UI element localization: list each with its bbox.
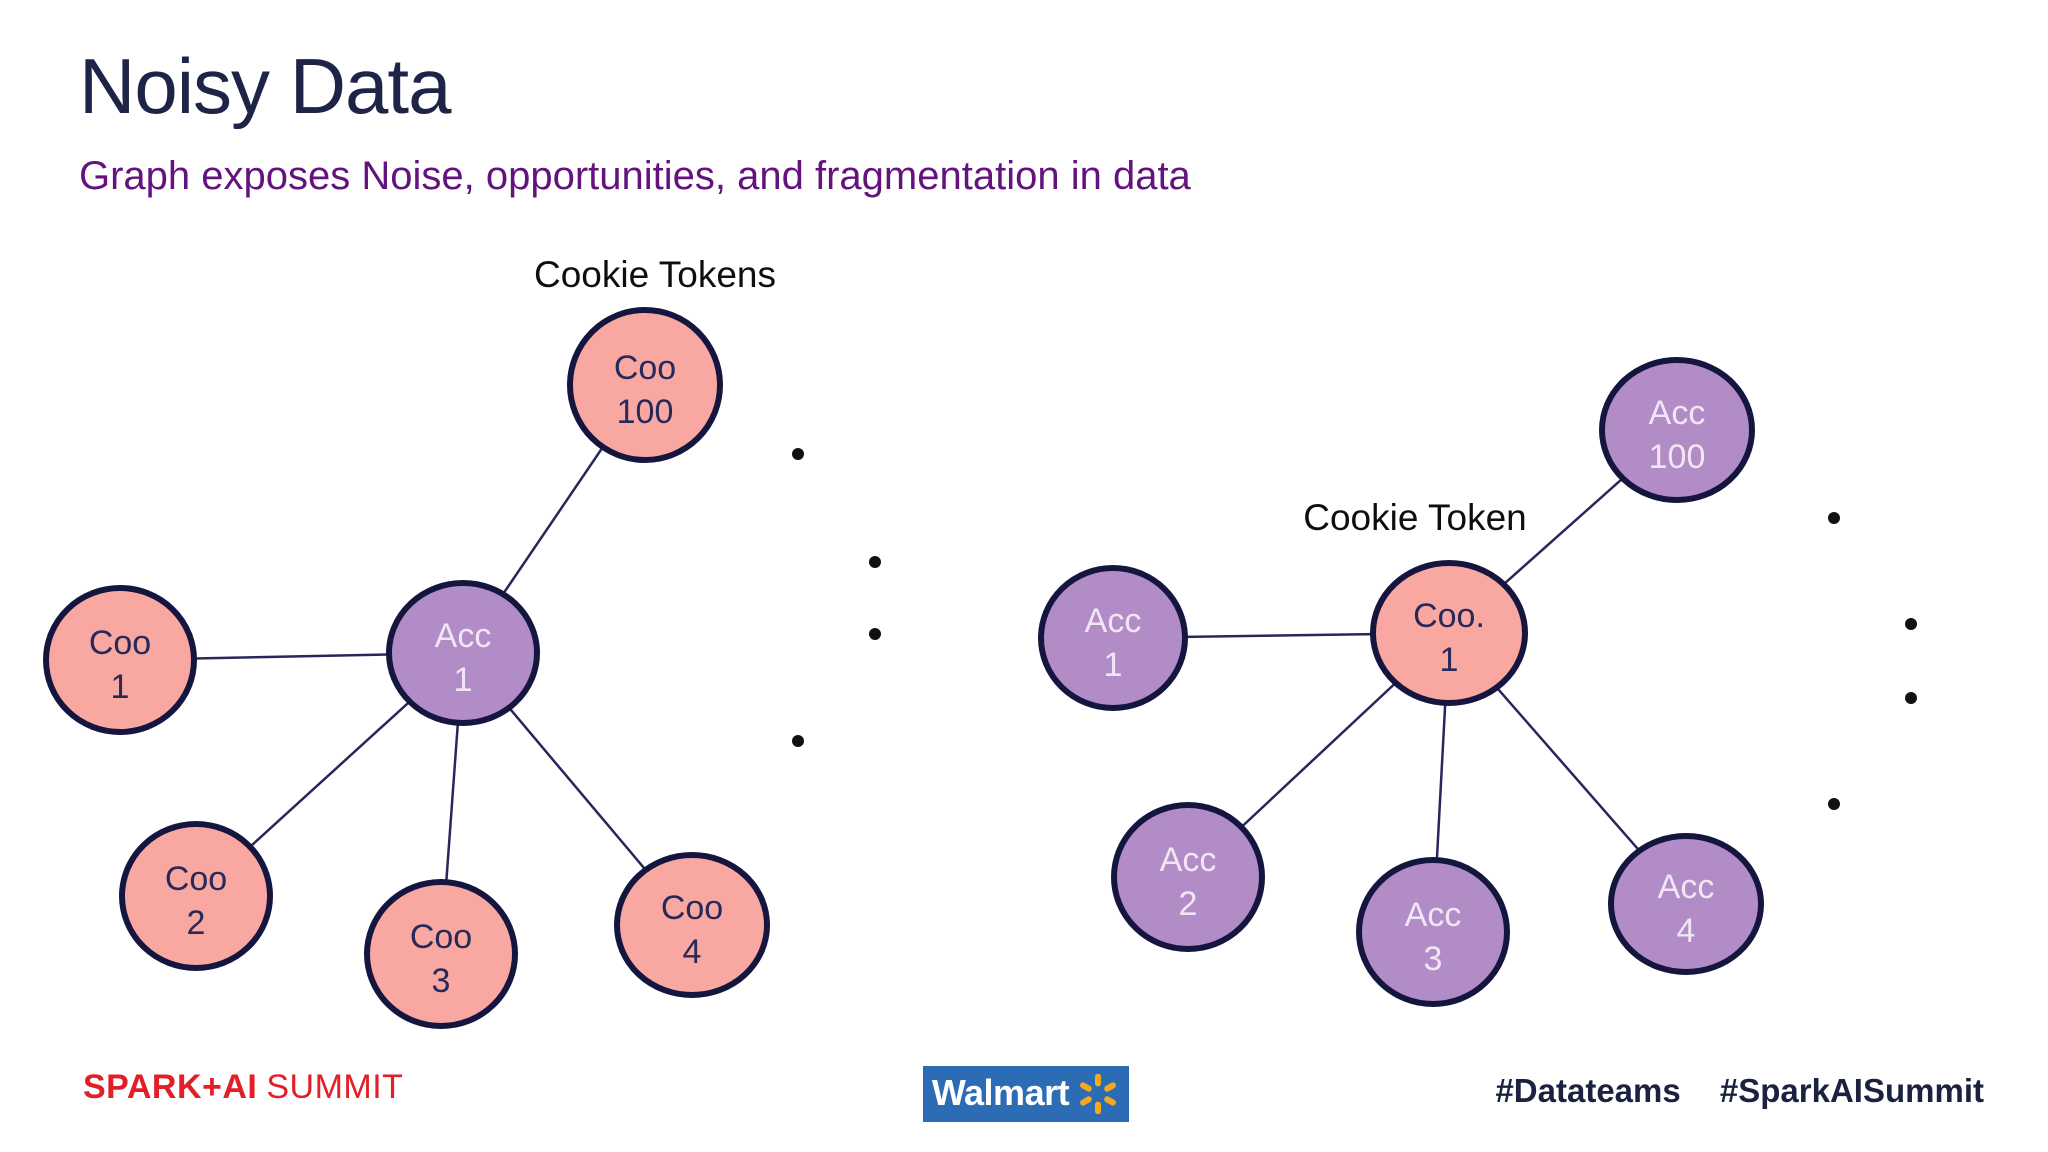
node-label-line: 1 xyxy=(111,668,130,706)
node-label-line: 4 xyxy=(683,933,702,971)
ellipsis-dot xyxy=(1905,618,1917,630)
node-label-line: 100 xyxy=(617,393,674,431)
node-label-line: Coo xyxy=(165,860,227,898)
node-label-line: Coo xyxy=(89,624,151,662)
node-label-line: 3 xyxy=(432,962,451,1000)
node-acc1: Acc 1 xyxy=(1038,565,1188,711)
node-label-line: 1 xyxy=(454,661,473,699)
hashtag-sparkaisummit: #SparkAISummit xyxy=(1719,1072,1984,1109)
ellipsis-dot xyxy=(1828,512,1840,524)
spark-ai-summit-logo-bold: SPARK+AI xyxy=(83,1068,258,1106)
node-acc1: Acc 1 xyxy=(386,580,540,726)
node-label-line: 2 xyxy=(187,904,206,942)
node-coo4: Coo 4 xyxy=(614,852,770,998)
ellipsis-dot xyxy=(869,556,881,568)
ellipsis-dot xyxy=(869,628,881,640)
node-label-line: Coo xyxy=(614,349,676,387)
node-label-line: 4 xyxy=(1677,912,1696,950)
node-coo100: Coo 100 xyxy=(567,307,723,463)
walmart-logo: Walmart xyxy=(923,1066,1129,1122)
node-label-line: Acc xyxy=(1160,841,1217,879)
node-label-line: Coo xyxy=(661,889,723,927)
graph-label: Cookie Token xyxy=(1303,497,1527,538)
node-acc100: Acc 100 xyxy=(1599,357,1755,503)
node-coo2: Coo 2 xyxy=(119,821,273,971)
node-label-line: Acc xyxy=(435,617,492,655)
node-acc3: Acc 3 xyxy=(1356,857,1510,1007)
ellipsis-dot xyxy=(792,448,804,460)
node-acc2: Acc 2 xyxy=(1111,802,1265,952)
node-label-line: Coo. xyxy=(1413,597,1485,635)
node-label-line: Acc xyxy=(1085,602,1142,640)
node-label-line: 1 xyxy=(1104,646,1123,684)
ellipsis-dot xyxy=(1828,798,1840,810)
node-label-line: Acc xyxy=(1649,394,1706,432)
node-coo1: Coo 1 xyxy=(43,585,197,735)
walmart-wordmark: Walmart xyxy=(931,1072,1070,1113)
hashtags: #Datateams #SparkAISummit xyxy=(1495,1072,1984,1110)
node-label-line: 100 xyxy=(1649,438,1706,476)
node-label-line: 2 xyxy=(1179,885,1198,923)
node-label-line: 3 xyxy=(1424,940,1443,978)
page-subtitle: Graph exposes Noise, opportunities, and … xyxy=(79,154,1191,198)
ellipsis-dot xyxy=(792,735,804,747)
node-coo1: Coo. 1 xyxy=(1370,560,1528,706)
spark-ai-summit-logo-light: SUMMIT xyxy=(266,1068,404,1106)
hashtag-datateams: #Datateams xyxy=(1495,1072,1681,1109)
node-label-line: Acc xyxy=(1658,868,1715,906)
walmart-spark-icon xyxy=(1080,1073,1117,1115)
node-label-line: Acc xyxy=(1405,896,1462,934)
node-coo3: Coo 3 xyxy=(364,879,518,1029)
node-label-line: Coo xyxy=(410,918,472,956)
ellipsis-dot xyxy=(1905,692,1917,704)
node-label-line: 1 xyxy=(1440,641,1459,679)
page-title: Noisy Data xyxy=(79,42,451,130)
node-acc4: Acc 4 xyxy=(1608,833,1764,975)
graph-label: Cookie Tokens xyxy=(534,254,776,295)
